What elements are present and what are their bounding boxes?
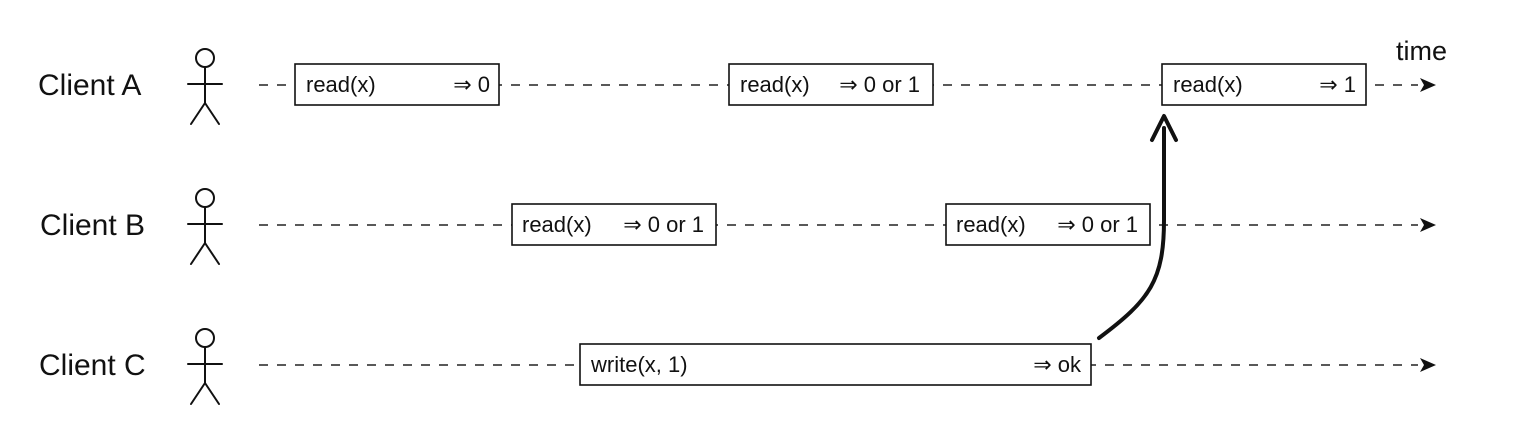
op-box [511, 203, 717, 246]
op-result: ⇒ 0 or 1 [1057, 212, 1138, 237]
client-c-row: Client C write(x, 1) ⇒ ok [39, 328, 1436, 405]
causal-arrowhead [1150, 114, 1178, 142]
client-c-person-icon [187, 328, 223, 405]
client-a-op-2: read(x) ⇒ 0 or 1 [728, 63, 934, 106]
client-b-op-1: read(x) ⇒ 0 or 1 [511, 203, 717, 246]
client-c-op-1: write(x, 1) ⇒ ok [579, 343, 1092, 386]
client-a-label: Client A [38, 69, 141, 102]
op-result: ⇒ 1 [1319, 72, 1356, 97]
client-b-label: Client B [40, 209, 145, 242]
op-call: write(x, 1) [590, 352, 688, 377]
client-b-op-2: read(x) ⇒ 0 or 1 [945, 203, 1151, 246]
op-result: ⇒ 0 or 1 [839, 72, 920, 97]
client-a-op-1: read(x) ⇒ 0 [294, 63, 500, 106]
client-c-timeline-arrowhead [1420, 358, 1436, 372]
op-box [579, 343, 1092, 386]
client-b-row: Client B read(x) ⇒ 0 or 1 read(x) ⇒ 0 or… [40, 188, 1436, 265]
client-a-op-3: read(x) ⇒ 1 [1161, 63, 1367, 106]
op-call: read(x) [740, 72, 810, 97]
causal-arrow [1097, 126, 1166, 340]
time-label: time [1396, 36, 1447, 66]
client-a-person-icon [187, 48, 223, 125]
client-a-row: Client A read(x) ⇒ 0 read(x) ⇒ 0 or 1 re… [38, 48, 1436, 125]
op-call: read(x) [522, 212, 592, 237]
op-result: ⇒ 0 [453, 72, 490, 97]
client-b-person-icon [187, 188, 223, 265]
op-box [294, 63, 500, 106]
op-box [1161, 63, 1367, 106]
op-result: ⇒ 0 or 1 [623, 212, 704, 237]
client-c-label: Client C [39, 349, 146, 382]
client-a-timeline-arrowhead [1420, 78, 1436, 92]
op-call: read(x) [1173, 72, 1243, 97]
op-box [728, 63, 934, 106]
op-call: read(x) [306, 72, 376, 97]
op-call: read(x) [956, 212, 1026, 237]
client-b-timeline-arrowhead [1420, 218, 1436, 232]
op-result: ⇒ ok [1033, 352, 1082, 377]
op-box [945, 203, 1151, 246]
